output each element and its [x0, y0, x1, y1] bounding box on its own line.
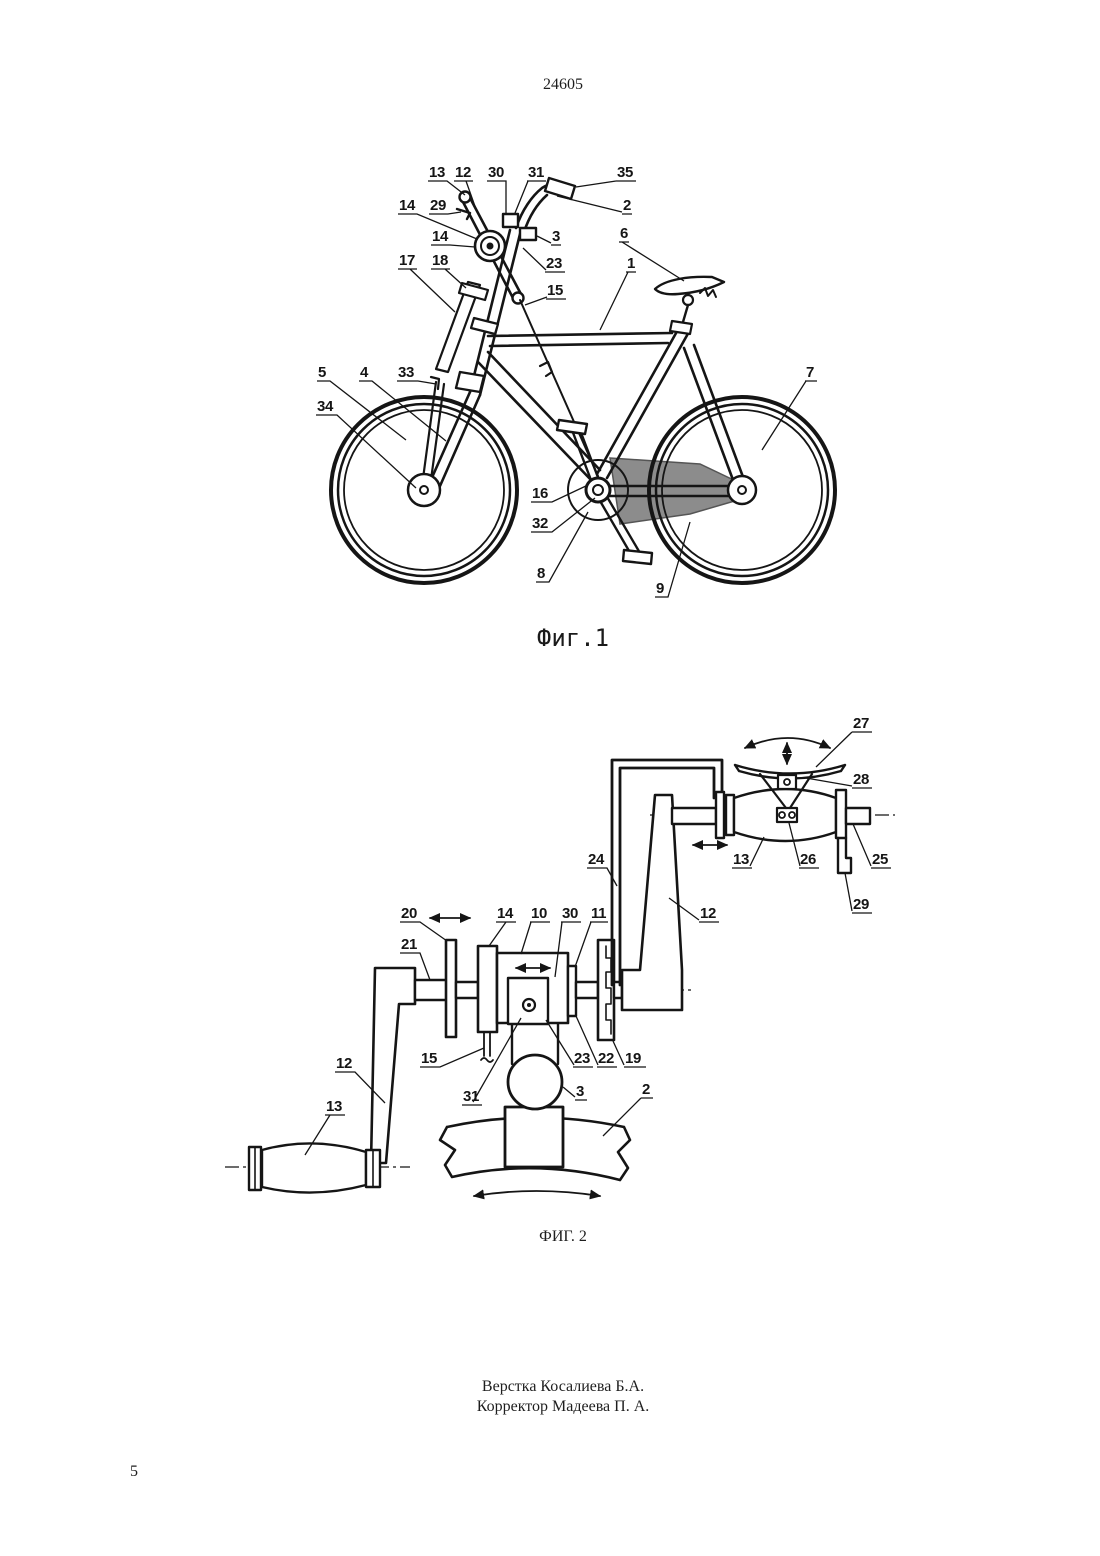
cable-15	[481, 1032, 493, 1062]
callout-label: 13	[733, 851, 749, 868]
callout-label: 13	[326, 1098, 342, 1115]
callout-label: 14	[497, 905, 514, 922]
right-crank-12	[622, 795, 682, 1010]
callout-label: 8	[537, 565, 545, 582]
callout-label: 26	[800, 851, 816, 868]
column-clamp	[456, 372, 484, 392]
figure-2-crank-mechanism: 27 28 24 13 26 25 29 20 14 10 30 11 12 2…	[210, 700, 910, 1220]
callout-label: 18	[432, 252, 448, 269]
callout-label: 29	[430, 197, 446, 214]
seat-clamp	[670, 321, 692, 334]
callout-label: 19	[625, 1050, 641, 1067]
callout-label: 6	[620, 225, 628, 242]
rod-clamp-lower	[471, 318, 498, 334]
callout-label: 33	[398, 364, 414, 381]
callout-label: 28	[853, 771, 869, 788]
callout-label: 29	[853, 896, 869, 913]
seat-post-joint	[683, 295, 693, 305]
figure-1-bicycle-drawing: 13 12 30 31 35 29 14 14 3 2 6 23 17 18 1…	[300, 150, 860, 610]
hand-pedal-13	[460, 192, 471, 203]
callout-label: 35	[617, 164, 633, 181]
callout-label: 14	[399, 197, 416, 214]
stem-block	[505, 1107, 563, 1167]
handle-grip-35	[545, 178, 575, 199]
foot-pedal-lower	[623, 550, 652, 564]
shaft-segment	[456, 982, 478, 998]
bracket-30-31	[503, 214, 518, 227]
callout-label: 17	[399, 252, 415, 269]
callout-label: 27	[853, 715, 869, 732]
proofreader-credit: Корректор Мадеева П. А.	[413, 1398, 713, 1416]
right-pedal-end-c	[836, 790, 846, 838]
callout-label: 2	[623, 197, 631, 214]
callout-label: 31	[463, 1088, 479, 1105]
stem-clamp-3	[520, 228, 536, 240]
callout-label: 14	[432, 228, 449, 245]
callout-label: 9	[656, 580, 664, 597]
callout-label: 30	[488, 164, 504, 181]
seat-post	[683, 305, 688, 322]
callout-label: 11	[591, 905, 606, 922]
left-crank-12	[371, 968, 415, 1163]
sprocket-20	[446, 940, 456, 1037]
disc-14	[478, 946, 497, 1032]
pedal-axle-25	[846, 808, 870, 824]
callout-label: 12	[336, 1055, 352, 1072]
callout-label: 31	[528, 164, 544, 181]
callout-label: 20	[401, 905, 417, 922]
cable-bracket	[540, 362, 552, 376]
support-pin	[784, 779, 790, 785]
page-number: 5	[122, 1463, 146, 1481]
callout-label: 3	[576, 1083, 584, 1100]
right-pedal-shaft	[672, 808, 716, 824]
arrow-handlebar-swing	[474, 1191, 600, 1196]
right-pedal-end-a	[716, 792, 724, 838]
figure-2-caption: ФИГ. 2	[463, 1228, 663, 1246]
callout-label: 23	[574, 1050, 590, 1067]
lever-29	[838, 838, 851, 873]
rear-hub	[728, 476, 756, 504]
callout-label: 24	[588, 851, 605, 868]
front-hub	[408, 474, 440, 506]
pin-31-center	[527, 1003, 531, 1007]
callout-label: 5	[318, 364, 326, 381]
figure-1-caption: Фиг.1	[473, 624, 673, 652]
document-number: 24605	[463, 76, 663, 94]
callout-label: 2	[642, 1081, 650, 1098]
callout-label: 12	[700, 905, 716, 922]
callout-label: 32	[532, 515, 548, 532]
shaft-21	[415, 980, 447, 1000]
callout-label: 15	[547, 282, 563, 299]
callout-label: 12	[455, 164, 471, 181]
callout-label: 34	[317, 398, 334, 415]
callout-label: 16	[532, 485, 548, 502]
left-pedal-13	[262, 1143, 366, 1192]
bottom-bracket-16	[586, 478, 610, 502]
callout-label: 7	[806, 364, 814, 381]
callout-label: 21	[401, 936, 417, 953]
callout-label: 4	[360, 364, 369, 381]
callout-label: 23	[546, 255, 562, 272]
callout-label: 10	[531, 905, 547, 922]
crank-axle	[487, 243, 494, 250]
callout-label: 30	[562, 905, 578, 922]
chain-9	[610, 458, 742, 524]
layout-credit: Верстка Косалиева Б.А.	[413, 1378, 713, 1396]
callout-leader-lines	[316, 181, 817, 597]
foot-pedal-upper	[557, 420, 587, 434]
callout-label: 3	[552, 228, 560, 245]
callout-label: 22	[598, 1050, 614, 1067]
stem-tube-3	[508, 1055, 562, 1109]
pedal-hinge-pin-b	[789, 812, 795, 818]
callout-label: 13	[429, 164, 445, 181]
callout-label: 1	[627, 255, 635, 272]
shaft-segment-right	[576, 982, 598, 998]
pedal-hinge-pin-a	[779, 812, 785, 818]
callout-label: 15	[421, 1050, 437, 1067]
callout-label: 25	[872, 851, 888, 868]
